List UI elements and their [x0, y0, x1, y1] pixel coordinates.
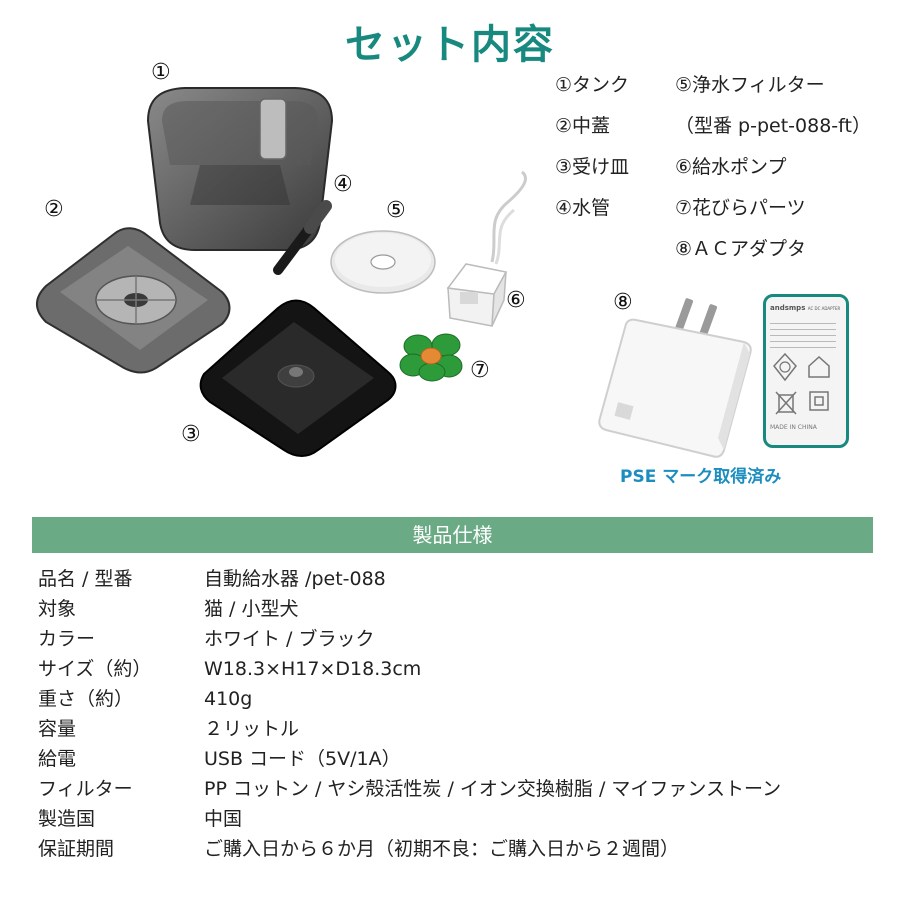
- spec-key: カラー: [38, 628, 96, 650]
- spec-row: 重さ（約） 410g: [38, 684, 878, 714]
- spec-key: サイズ（約）: [38, 658, 152, 680]
- spec-row: フィルター PP コットン / ヤシ殻活性炭 / イオン交換樹脂 / マイファンス…: [38, 774, 878, 804]
- part-label-right: ⑤浄水フィルター: [675, 74, 825, 96]
- part-label-left: ③受け皿: [555, 156, 630, 178]
- spec-value: 中国: [204, 808, 243, 830]
- middle-lid-illustration: [36, 227, 231, 374]
- part-label-left: ②中蓋: [555, 115, 611, 137]
- recycle-bin-icon: [775, 391, 797, 415]
- spec-key: 品名 / 型番: [38, 568, 133, 590]
- spec-row: 対象 猫 / 小型犬: [38, 594, 878, 624]
- pump-illustration: [446, 170, 527, 327]
- spec-value: 猫 / 小型犬: [204, 598, 299, 620]
- spec-key: 給電: [38, 748, 77, 770]
- spec-table: 品名 / 型番 自動給水器 /pet-088 対象 猫 / 小型犬 カラー ホワイト …: [38, 564, 878, 864]
- double-insulation-icon: [809, 391, 829, 411]
- water-pipe-illustration: [273, 200, 332, 275]
- spec-key: 対象: [38, 598, 77, 620]
- parts-list-row: ⑧ＡＣアダプタ: [555, 240, 895, 281]
- callout-5: ⑤: [386, 198, 406, 223]
- spec-value: W18.3×H17×D18.3cm: [204, 658, 422, 680]
- spec-row: 品名 / 型番 自動給水器 /pet-088: [38, 564, 878, 594]
- spec-row: 給電 USB コード（5V/1A）: [38, 744, 878, 774]
- spec-key: フィルター: [38, 778, 133, 800]
- parts-list-row: ②中蓋 （型番 p-pet-088-ft）: [555, 117, 895, 158]
- spec-row: 保証期間 ご購入日から６か月（初期不良：ご購入日から２週間）: [38, 834, 878, 864]
- spec-header: 製品仕様: [32, 517, 873, 553]
- spec-value: ホワイト / ブラック: [204, 628, 375, 650]
- part-label-left: ④水管: [555, 197, 611, 219]
- parts-list-row: ③受け皿 ⑥給水ポンプ: [555, 158, 895, 199]
- pse-label: PSE マーク取得済み: [620, 467, 782, 487]
- callout-4: ④: [333, 172, 353, 197]
- parts-list: ①タンク ⑤浄水フィルター ②中蓋 （型番 p-pet-088-ft） ③受け皿…: [555, 76, 895, 281]
- tray-illustration: [199, 299, 397, 457]
- part-label-right: ⑥給水ポンプ: [675, 156, 787, 178]
- parts-list-row: ④水管 ⑦花びらパーツ: [555, 199, 895, 240]
- spec-row: 製造国 中国: [38, 804, 878, 834]
- part-label-right: ⑦花びらパーツ: [675, 197, 806, 219]
- spec-row: サイズ（約） W18.3×H17×D18.3cm: [38, 654, 878, 684]
- spec-value: 410g: [204, 688, 253, 710]
- callout-1: ①: [151, 60, 171, 85]
- pse-mark-icon: [773, 352, 797, 382]
- callout-8: ⑧: [613, 290, 633, 315]
- tank-illustration: [146, 87, 334, 251]
- spec-value: PP コットン / ヤシ殻活性炭 / イオン交換樹脂 / マイファンストーン: [204, 778, 782, 800]
- adapter-label-lines: [770, 318, 836, 348]
- spec-value: USB コード（5V/1A）: [204, 748, 401, 770]
- adapter-label-brand: andsmps AC DC ADAPTER: [770, 304, 841, 312]
- spec-value: 自動給水器 /pet-088: [204, 568, 386, 590]
- part-label-right: （型番 p-pet-088-ft）: [675, 115, 871, 137]
- spec-value: ご購入日から６か月（初期不良：ご購入日から２週間）: [204, 838, 680, 860]
- callout-6: ⑥: [506, 288, 526, 313]
- spec-value: ２リットル: [204, 718, 300, 740]
- spec-row: カラー ホワイト / ブラック: [38, 624, 878, 654]
- spec-row: 容量 ２リットル: [38, 714, 878, 744]
- part-label-left: ①タンク: [555, 74, 630, 96]
- spec-key: 容量: [38, 718, 77, 740]
- house-mark-icon: [808, 355, 830, 378]
- flower-part-illustration: [399, 333, 463, 382]
- spec-key: 製造国: [38, 808, 96, 830]
- part-label-right: ⑧ＡＣアダプタ: [675, 238, 807, 260]
- adapter-label-origin: MADE IN CHINA: [770, 424, 817, 431]
- callout-2: ②: [44, 197, 64, 222]
- filter-illustration: [330, 230, 436, 294]
- page-title: セット内容: [345, 22, 555, 68]
- spec-key: 重さ（約）: [38, 688, 134, 710]
- ac-adapter-illustration: [598, 298, 752, 458]
- callout-3: ③: [181, 422, 201, 447]
- parts-list-row: ①タンク ⑤浄水フィルター: [555, 76, 895, 117]
- callout-7: ⑦: [470, 358, 490, 383]
- spec-key: 保証期間: [38, 838, 115, 860]
